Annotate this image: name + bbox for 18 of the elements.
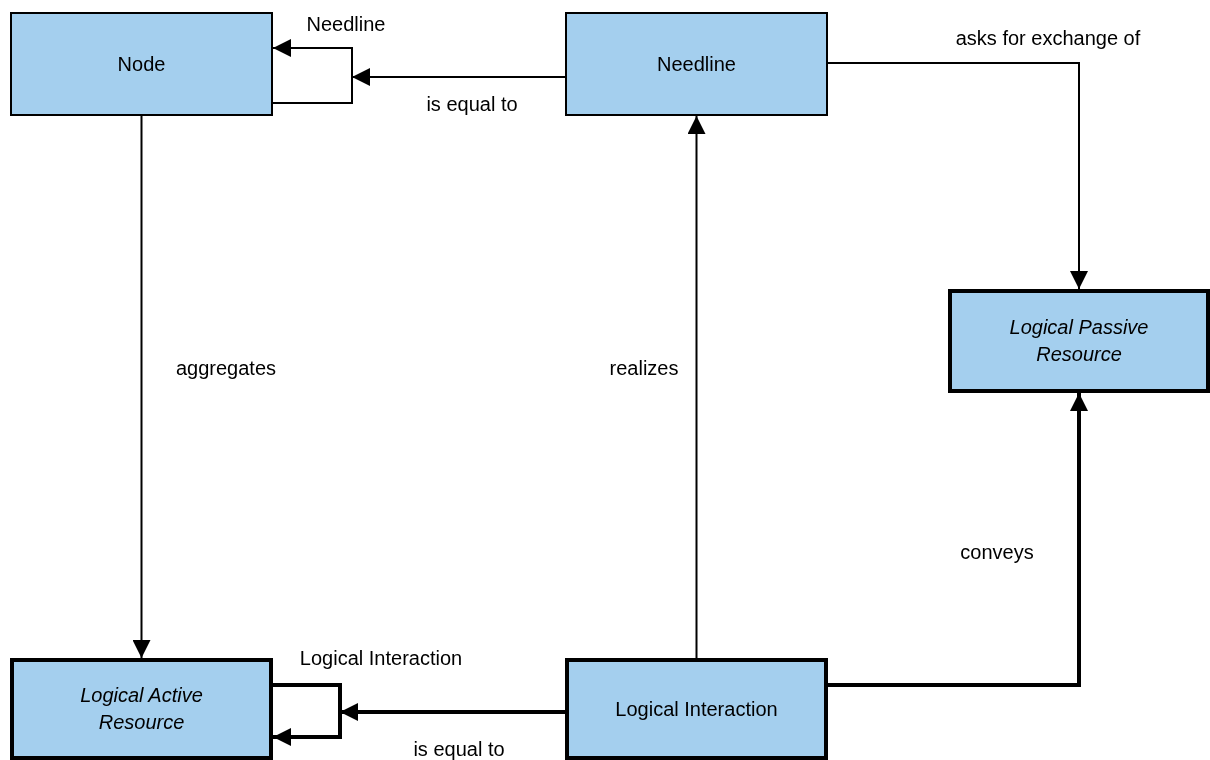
- arrow: [687, 115, 706, 659]
- class-name: Logical Passive Resource: [1008, 315, 1150, 367]
- class-name: Node: [116, 51, 167, 77]
- class-box: [10, 658, 273, 760]
- arrow: [132, 115, 151, 659]
- class-box: [565, 658, 828, 760]
- arrow: [351, 68, 566, 86]
- arrow: [340, 703, 565, 721]
- class-box: [948, 289, 1210, 393]
- class-box: [10, 12, 273, 116]
- class-name: Needline: [656, 51, 737, 77]
- class-name: Logical Interaction: [614, 696, 779, 722]
- arrow: [272, 39, 353, 104]
- arrow: [827, 62, 1088, 290]
- arrow: [273, 683, 342, 746]
- class-name: Logical Active Resource: [79, 683, 204, 735]
- arrow: [828, 393, 1088, 687]
- class-box: [565, 12, 828, 116]
